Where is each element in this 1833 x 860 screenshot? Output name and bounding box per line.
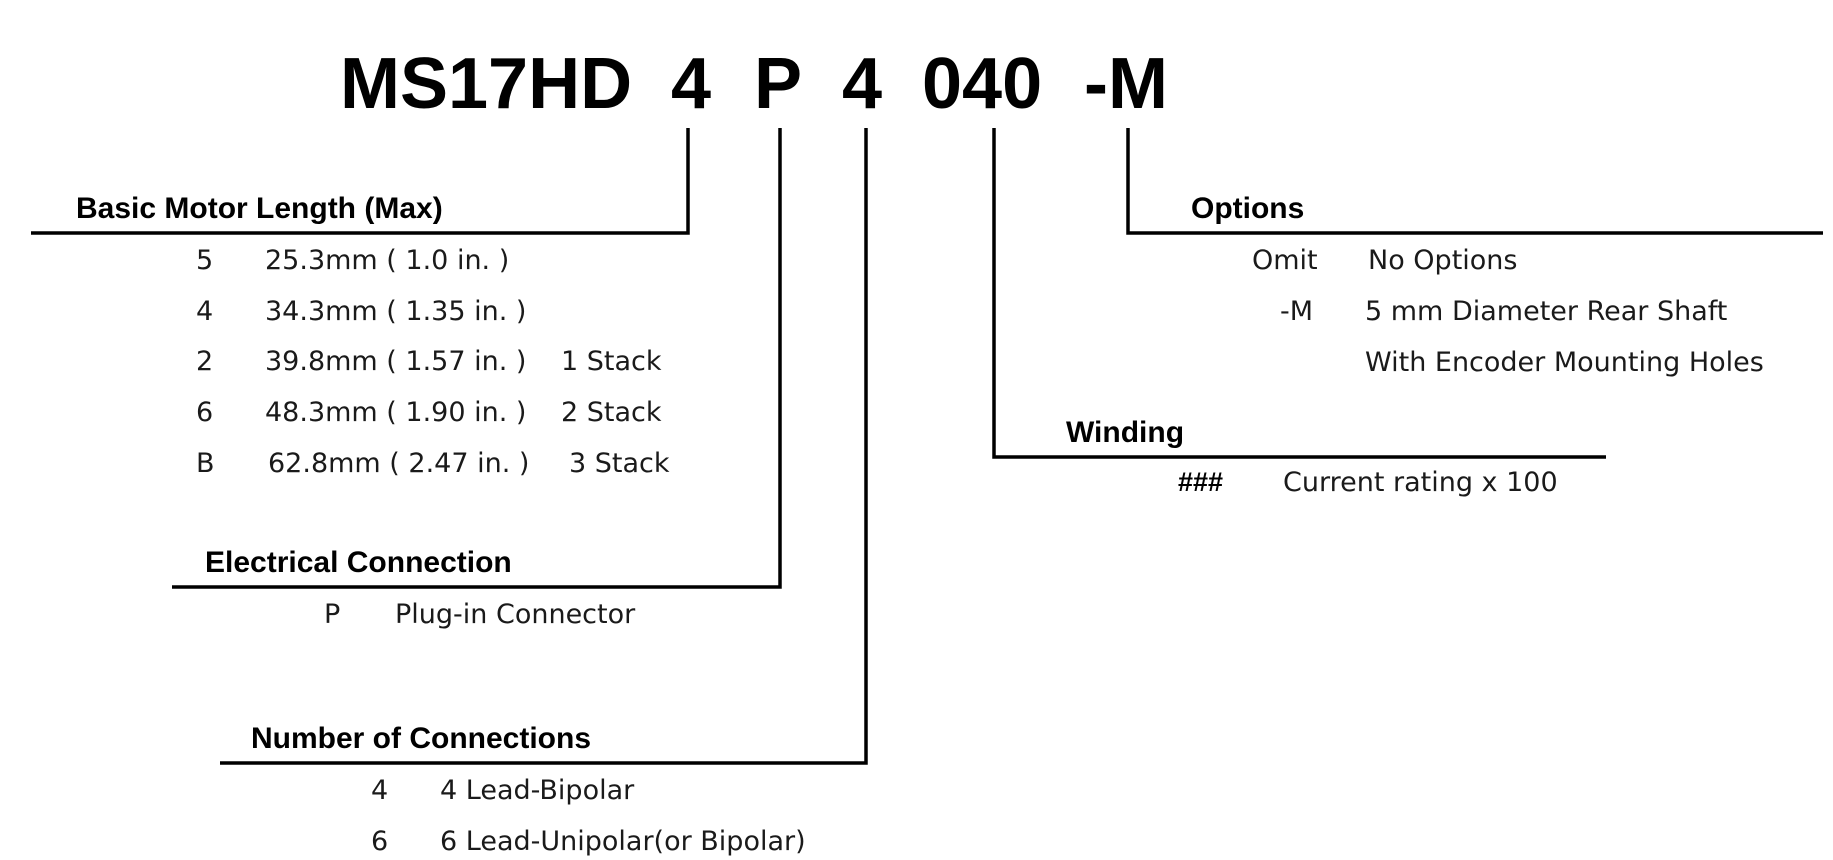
options-row: Omit No Options xyxy=(1252,245,1517,276)
length-heading: Basic Motor Length (Max) xyxy=(76,192,443,225)
pn-connections-code: 4 xyxy=(842,44,882,124)
electrical-code: P xyxy=(324,599,340,630)
electrical-section: Electrical Connection P Plug-in Connecto… xyxy=(205,546,636,630)
pn-option-code: -M xyxy=(1084,44,1168,124)
length-code: 4 xyxy=(196,296,213,327)
length-size: 48.3mm ( 1.90 in. ) xyxy=(265,397,526,428)
leader-length xyxy=(31,128,690,235)
length-section: Basic Motor Length (Max) 5 25.3mm ( 1.0 … xyxy=(76,192,670,479)
connections-code: 4 xyxy=(371,775,388,806)
leader-lines xyxy=(31,128,1823,765)
pn-winding-code: 040 xyxy=(922,44,1042,124)
pn-connection-code: P xyxy=(754,44,802,124)
connections-code: 6 xyxy=(371,826,388,857)
options-row: With Encoder Mounting Holes xyxy=(1365,347,1764,378)
length-stack: 1 Stack xyxy=(561,346,662,377)
connections-heading: Number of Connections xyxy=(251,722,591,755)
options-code: Omit xyxy=(1252,245,1318,276)
connections-row: 6 6 Lead-Unipolar(or Bipolar) xyxy=(371,826,806,857)
options-desc: With Encoder Mounting Holes xyxy=(1365,347,1764,378)
length-code: B xyxy=(196,448,215,479)
options-section: Options Omit No Options -M 5 mm Diameter… xyxy=(1191,192,1764,378)
options-row: -M 5 mm Diameter Rear Shaft xyxy=(1280,296,1727,327)
connections-row: 4 4 Lead-Bipolar xyxy=(371,775,635,806)
leader-electrical xyxy=(172,128,782,589)
length-row: 5 25.3mm ( 1.0 in. ) xyxy=(196,245,509,276)
length-code: 6 xyxy=(196,397,213,428)
length-size: 25.3mm ( 1.0 in. ) xyxy=(265,245,509,276)
length-stack: 2 Stack xyxy=(561,397,662,428)
connections-desc: 4 Lead-Bipolar xyxy=(440,775,635,806)
winding-section: Winding ### Current rating x 100 xyxy=(1066,416,1558,498)
length-size: 62.8mm ( 2.47 in. ) xyxy=(268,448,529,479)
length-code: 5 xyxy=(196,245,213,276)
options-code: -M xyxy=(1280,296,1313,327)
connections-desc: 6 Lead-Unipolar(or Bipolar) xyxy=(440,826,806,857)
leader-options xyxy=(1126,128,1823,235)
winding-heading: Winding xyxy=(1066,416,1184,449)
electrical-row: P Plug-in Connector xyxy=(324,599,636,630)
options-desc: 5 mm Diameter Rear Shaft xyxy=(1365,296,1727,327)
electrical-heading: Electrical Connection xyxy=(205,546,512,579)
length-row: 2 39.8mm ( 1.57 in. ) 1 Stack xyxy=(196,346,662,377)
options-heading: Options xyxy=(1191,192,1304,225)
options-desc: No Options xyxy=(1368,245,1517,276)
length-row: 6 48.3mm ( 1.90 in. ) 2 Stack xyxy=(196,397,662,428)
length-row: 4 34.3mm ( 1.35 in. ) xyxy=(196,296,526,327)
winding-code: ### xyxy=(1178,467,1223,497)
electrical-desc: Plug-in Connector xyxy=(395,599,636,630)
length-stack: 3 Stack xyxy=(569,448,670,479)
connections-section: Number of Connections 4 4 Lead-Bipolar 6… xyxy=(251,722,806,857)
length-row: B 62.8mm ( 2.47 in. ) 3 Stack xyxy=(196,448,670,479)
pn-base: MS17HD xyxy=(340,44,632,124)
length-code: 2 xyxy=(196,346,213,377)
winding-row: ### Current rating x 100 xyxy=(1178,467,1558,498)
leader-connections xyxy=(220,128,868,765)
part-number: MS17HD 4 P 4 040 -M xyxy=(340,44,1168,124)
winding-desc: Current rating x 100 xyxy=(1283,467,1558,498)
length-size: 34.3mm ( 1.35 in. ) xyxy=(265,296,526,327)
length-size: 39.8mm ( 1.57 in. ) xyxy=(265,346,526,377)
pn-length-code: 4 xyxy=(671,44,711,124)
leader-winding xyxy=(992,128,1606,459)
